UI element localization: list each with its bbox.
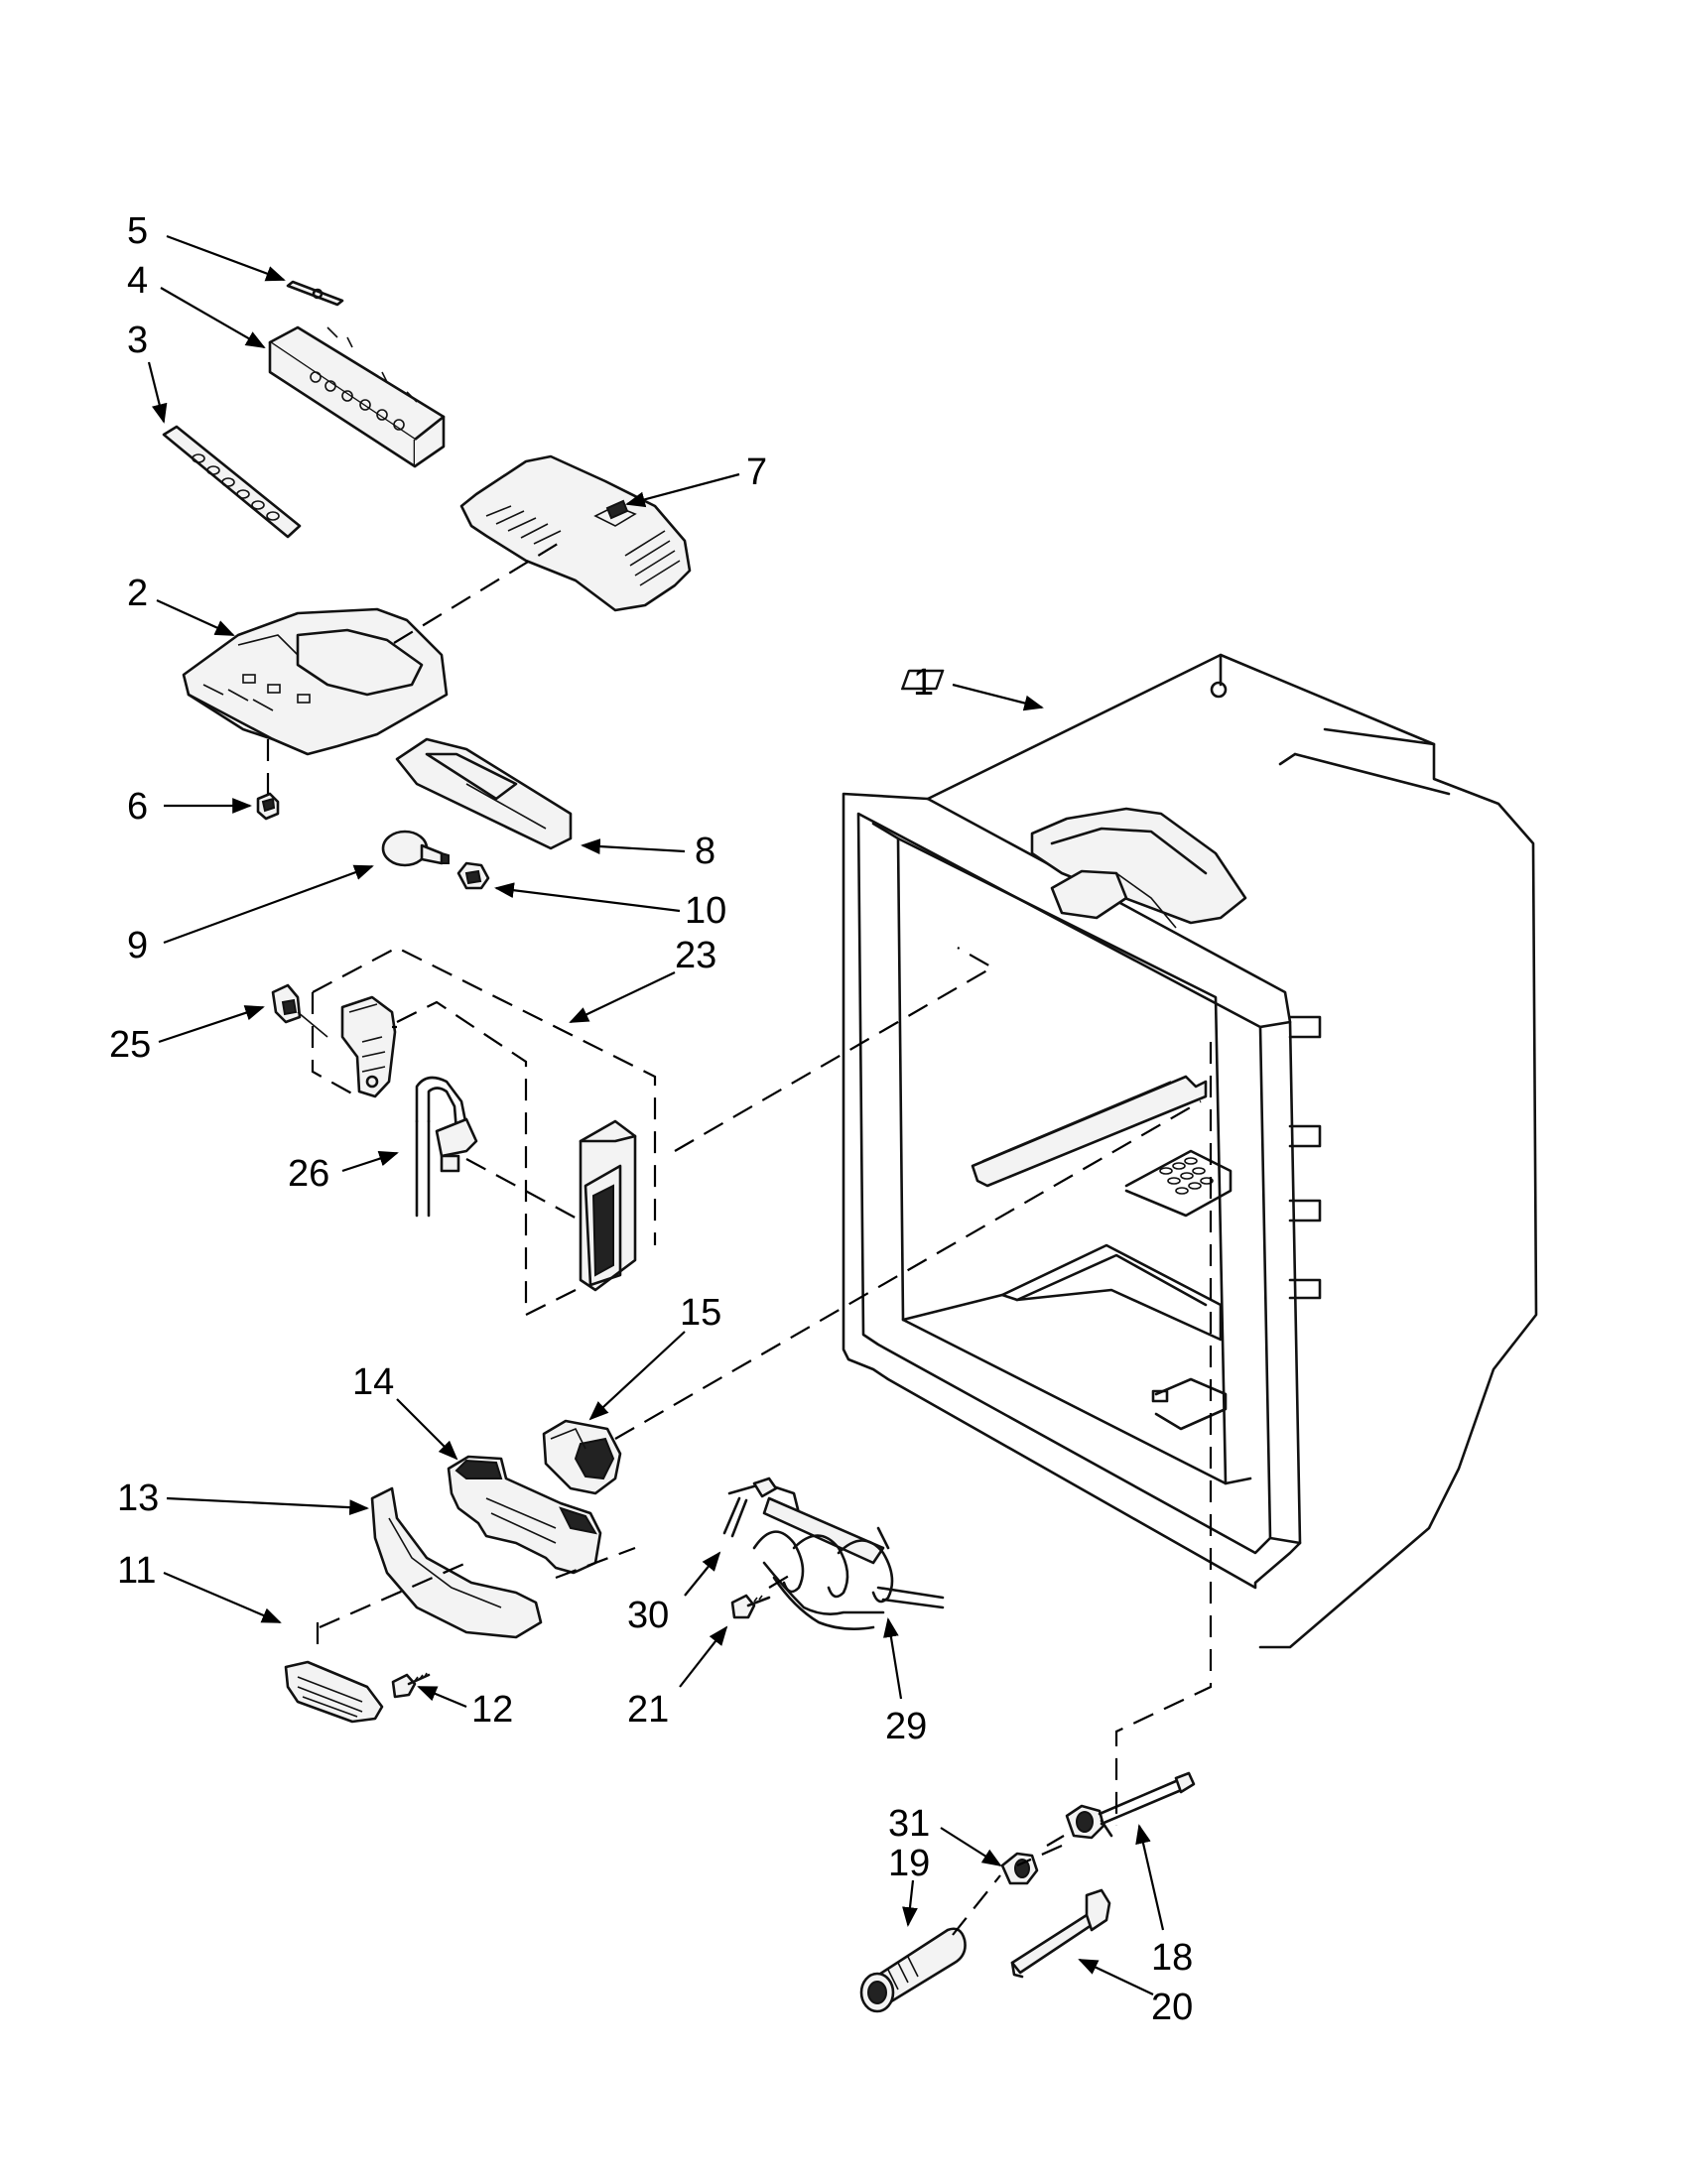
part-9-light-bulb (381, 830, 450, 867)
callout-26: 26 (288, 1153, 329, 1195)
part-15-motor (542, 1419, 622, 1495)
callout-9: 9 (127, 925, 148, 966)
callout-12: 12 (471, 1689, 513, 1731)
callout-3: 3 (127, 320, 148, 361)
part-19-water-filter (859, 1927, 967, 2013)
callout-2: 2 (127, 573, 148, 614)
part-29-tubing-coil (752, 1530, 945, 1630)
callout-8: 8 (695, 831, 715, 872)
callout-labels: 5 4 3 7 2 1 6 8 10 9 23 25 26 15 14 13 1… (109, 210, 1193, 2028)
callout-18: 18 (1151, 1937, 1193, 1979)
part-1-liner (842, 653, 1538, 1649)
callout-21: 21 (627, 1689, 669, 1731)
part-14-bin-cover (447, 1455, 602, 1575)
part-13-trim (370, 1486, 543, 1639)
part-25-switch (271, 983, 328, 1038)
part-23-dispenser-housing (340, 995, 637, 1292)
part-31-filter-adapter (1000, 1852, 1039, 1885)
part-30-water-valve (722, 1477, 890, 1565)
part-6-switch (256, 792, 280, 821)
callout-7: 7 (746, 451, 767, 493)
callout-11: 11 (117, 1550, 156, 1592)
part-5-rod (286, 280, 344, 307)
callout-13: 13 (117, 1477, 159, 1519)
part-7-air-diffuser (459, 454, 692, 612)
callout-20: 20 (1151, 1987, 1193, 2028)
assembly-lines (266, 543, 1213, 1936)
callout-25: 25 (109, 1024, 151, 1066)
callout-19: 19 (888, 1843, 930, 1884)
part-11-drip-tray (284, 1660, 384, 1724)
callout-10: 10 (685, 890, 726, 932)
part-3-plate (162, 425, 302, 539)
part-2-control-housing (182, 607, 449, 756)
callout-15: 15 (680, 1292, 721, 1334)
callout-14: 14 (352, 1361, 394, 1403)
callout-23: 23 (675, 935, 716, 976)
callout-1: 1 (913, 662, 934, 704)
part-4-bracket (268, 325, 446, 468)
callout-4: 4 (127, 260, 148, 302)
part-10-light-socket (456, 861, 490, 890)
leader-arrows (147, 234, 1165, 1995)
part-18-filter-head (1065, 1771, 1196, 1840)
part-8-light-housing (395, 737, 573, 850)
callout-6: 6 (127, 786, 148, 828)
callout-5: 5 (127, 210, 148, 252)
part-20-filter-cover (1010, 1888, 1111, 1979)
callout-29: 29 (885, 1706, 927, 1747)
callout-31: 31 (888, 1803, 930, 1845)
callout-30: 30 (627, 1595, 669, 1636)
part-12-screw (391, 1672, 431, 1699)
part-21-screw (730, 1594, 771, 1619)
